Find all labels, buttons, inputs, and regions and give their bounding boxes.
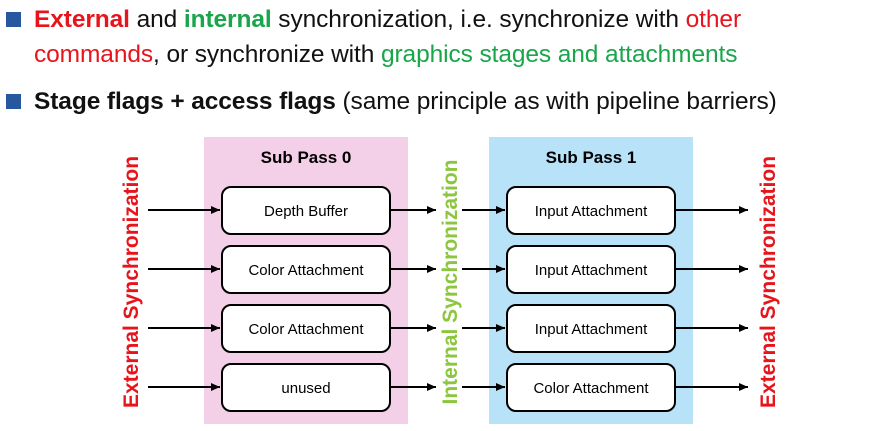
bullet-1-internal: internal (183, 6, 272, 33)
bullet-1-and: and (129, 6, 184, 33)
subpass-1-box-label: Input Attachment (535, 203, 648, 220)
subpass-1-box (506, 304, 676, 353)
bullet-1-external: External (34, 6, 130, 33)
bullet-1-commands: commands (34, 41, 154, 68)
bullet-2-rest: (same principle as with pipeline barrier… (335, 88, 777, 115)
subpass-0-box-label: unused (281, 380, 330, 397)
bullet-1-graphics: graphics stages and attachments (380, 41, 738, 68)
subpass-0-box (221, 304, 391, 353)
subpass-1-box (506, 245, 676, 294)
subpass-0-box-label: Depth Buffer (264, 203, 348, 220)
subpass-0-box (221, 186, 391, 235)
bullet-2-line: Stage flags + access flags (same princip… (34, 85, 777, 118)
internal-sync-label: Internal Synchronization (439, 159, 462, 404)
bullet-1-line-2: commands, or synchronize with graphics s… (34, 38, 738, 71)
subpass-1-box-label: Input Attachment (535, 262, 648, 279)
bullet-square-1 (6, 12, 21, 27)
subpass-0-box (221, 363, 391, 412)
subpass-1-box-label: Input Attachment (535, 321, 648, 338)
bullet-1-or: , or synchronize with (153, 41, 381, 68)
subpass-1-box (506, 186, 676, 235)
subpass-1-title: Sub Pass 1 (546, 148, 637, 167)
right-external-sync-label: External Synchronization (757, 156, 780, 408)
subpass-1-box (506, 363, 676, 412)
left-external-sync-label: External Synchronization (120, 156, 143, 408)
bullet-square-2 (6, 94, 21, 109)
bullet-1-other: other (685, 6, 741, 33)
subpass-0-box-label: Color Attachment (248, 262, 364, 279)
bullet-2-flags: Stage flags + access flags (34, 88, 336, 115)
bullet-1-line-1: External and internal synchronization, i… (34, 3, 741, 36)
bullet-1-mid: synchronization, i.e. synchronize with (271, 6, 686, 33)
subpass-0-box-label: Color Attachment (248, 321, 364, 338)
subpass-1-box-label: Color Attachment (533, 380, 649, 397)
subpass-0-title: Sub Pass 0 (261, 148, 352, 167)
subpass-0-box (221, 245, 391, 294)
